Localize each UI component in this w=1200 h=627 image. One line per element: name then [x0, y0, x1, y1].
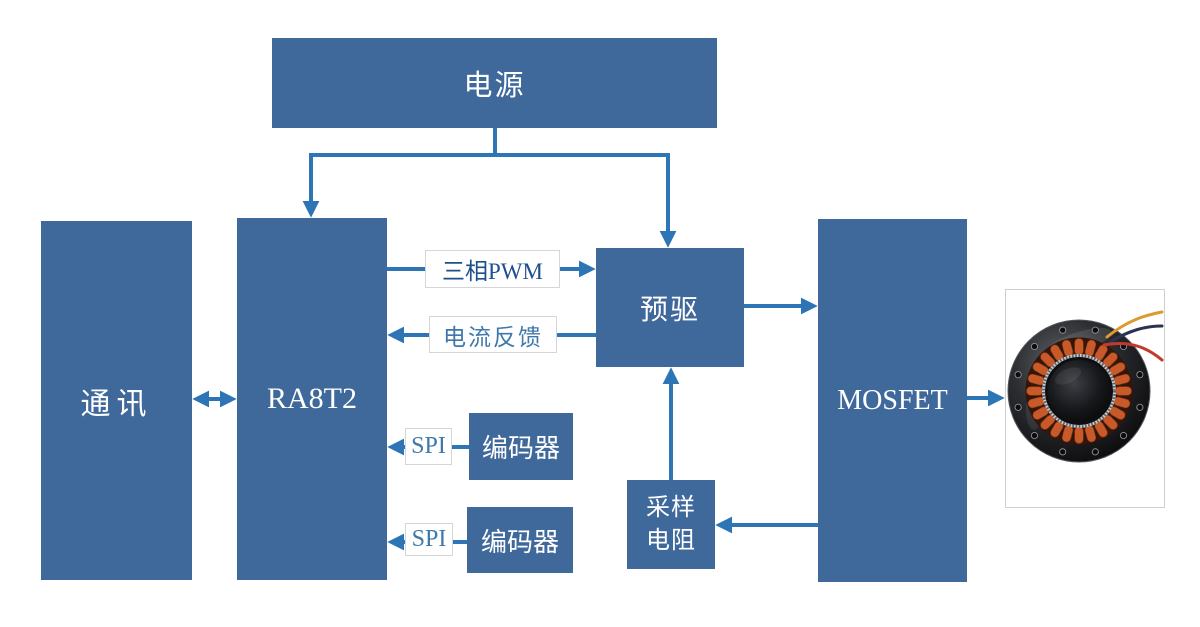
- block-communication-label: 通讯: [80, 387, 153, 421]
- bldc-motor-illustration: [1007, 310, 1164, 463]
- block-sampling-label-line1: 采样: [646, 495, 696, 522]
- label-spi-2: SPI: [405, 523, 453, 556]
- block-sampling-label: 采样 电阻: [646, 492, 696, 557]
- block-power-label: 电源: [463, 70, 526, 102]
- label-spi-1-text: SPI: [411, 433, 446, 459]
- motor-wires: [1102, 310, 1164, 362]
- block-mcu-label: RA8T2: [267, 382, 357, 415]
- block-predriver-label: 预驱: [639, 294, 700, 326]
- label-three-phase-pwm: 三相PWM: [425, 250, 560, 288]
- block-encoder-1: 编码器: [469, 413, 573, 480]
- block-encoder-2: 编码器: [467, 507, 573, 573]
- block-sampling-resistor: 采样 电阻: [627, 480, 715, 569]
- block-mcu-ra8t2: RA8T2: [237, 218, 387, 580]
- block-encoder-2-label: 编码器: [480, 527, 559, 557]
- label-current-feedback-text: 电流反馈: [443, 324, 543, 350]
- block-mosfet: MOSFET: [818, 219, 967, 582]
- block-encoder-1-label: 编码器: [481, 434, 560, 463]
- block-sampling-label-line2: 电阻: [646, 527, 696, 554]
- block-power-supply: 电源: [272, 38, 717, 128]
- motor-rotor: [1042, 354, 1116, 428]
- label-spi-1: SPI: [405, 428, 452, 465]
- label-current-feedback: 电流反馈: [429, 316, 557, 353]
- block-communication: 通讯: [41, 221, 192, 580]
- bldc-motor-photo: [1005, 289, 1165, 508]
- label-three-phase-pwm-text: 三相PWM: [442, 259, 543, 284]
- block-mosfet-label: MOSFET: [837, 384, 948, 416]
- label-spi-2-text: SPI: [411, 526, 447, 552]
- block-predriver: 预驱: [596, 248, 744, 367]
